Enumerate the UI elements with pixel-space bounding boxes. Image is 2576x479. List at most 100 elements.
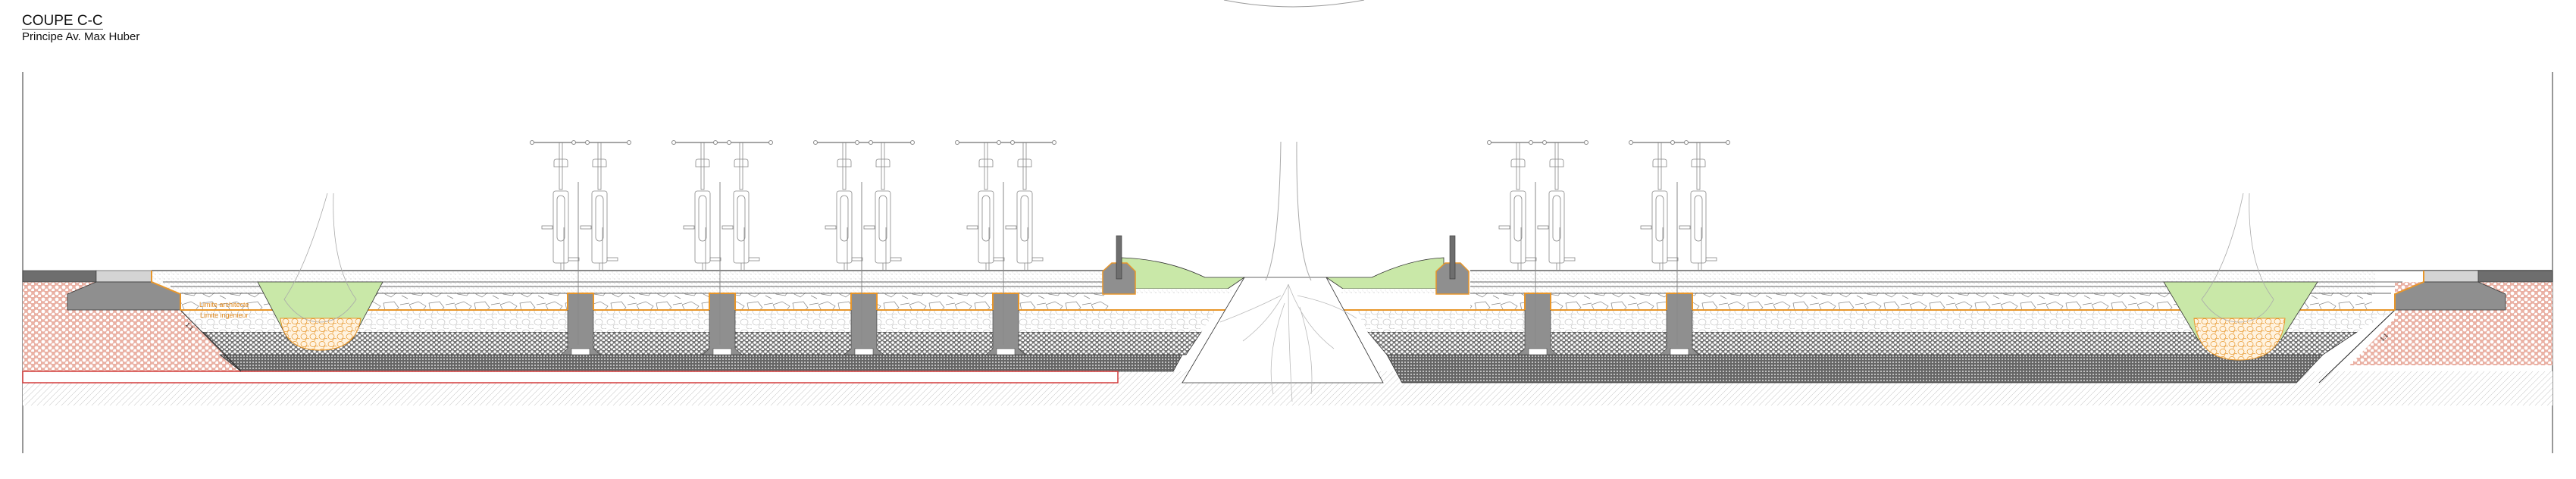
bike-wheel: [552, 190, 569, 264]
bike-tire: [878, 195, 887, 242]
bike-pedal-right: [1563, 257, 1576, 261]
bike-stem: [1657, 142, 1662, 190]
bicycle: [721, 142, 760, 271]
bike-stem: [1554, 142, 1559, 190]
bike-lamp: [695, 158, 710, 167]
handlebar-grip: [1529, 140, 1533, 145]
bike-stem: [881, 142, 885, 190]
bike-tire: [1020, 195, 1029, 242]
bike-rack: [813, 140, 915, 355]
bike-lamp: [837, 158, 852, 167]
cobble-layer-left: [180, 310, 1216, 332]
drawing-subtitle: Principe Av. Max Huber: [22, 30, 140, 43]
foundation-limit: [1666, 293, 1693, 310]
bicycle: [825, 142, 863, 271]
bike-tire: [737, 195, 746, 242]
bike-stem: [700, 142, 705, 190]
bike-rack: [530, 140, 631, 355]
bicycle: [1498, 142, 1537, 271]
handlebar-grip: [1052, 140, 1056, 145]
bicycle: [1679, 142, 1717, 271]
bike-pedal-left: [721, 225, 734, 230]
handlebar-grip: [1670, 140, 1675, 145]
limit-line-curb-left: [151, 271, 181, 310]
foundation-limit: [567, 293, 594, 310]
handlebar-grip: [627, 140, 631, 145]
bike-pedal-right: [851, 257, 863, 261]
handlebar-grip: [530, 140, 534, 145]
bike-wheel: [836, 190, 853, 264]
limit-line-curb-right: [2394, 271, 2424, 310]
bike-lamp: [553, 158, 568, 167]
bike-wheel: [733, 190, 750, 264]
foundation-base: [712, 348, 732, 355]
handlebar-grip: [671, 140, 676, 145]
handlebar-grip: [1629, 140, 1633, 145]
bollard-right: [1449, 235, 1456, 280]
bike-pedal-right: [709, 257, 721, 261]
bike-pedal-right: [748, 257, 760, 261]
bike-stem: [597, 142, 602, 190]
curb-light-right: [2423, 270, 2479, 283]
bike-wheel: [694, 190, 711, 264]
handlebar-grip: [1010, 140, 1015, 145]
bicycle: [580, 142, 618, 271]
bike-pedal-left: [825, 225, 837, 230]
foundation-base: [1528, 348, 1548, 355]
bike-wheel: [1016, 190, 1033, 264]
bike-pedal-right: [1667, 257, 1679, 261]
bike-stem: [842, 142, 847, 190]
planting-mound-left: [1103, 257, 1246, 293]
bollard-left: [1116, 235, 1122, 280]
handlebar-grip: [1542, 140, 1547, 145]
handlebar-grip: [1487, 140, 1491, 145]
bike-tire: [1694, 195, 1703, 242]
bike-stem: [1516, 142, 1520, 190]
handlebar-grip: [955, 140, 959, 145]
bike-pedal-right: [1525, 257, 1537, 261]
central-tree-pit: [1182, 141, 1384, 402]
bike-pedal-right: [993, 257, 1005, 261]
handlebar-grip: [768, 140, 773, 145]
bike-lamp: [734, 158, 749, 167]
bike-rack: [1629, 140, 1730, 355]
bike-stem: [559, 142, 563, 190]
bike-pedal-left: [683, 225, 695, 230]
handlebar-grip: [869, 140, 873, 145]
bike-pedal-left: [1498, 225, 1510, 230]
foundation-limit: [992, 293, 1019, 310]
handlebar-grip: [910, 140, 915, 145]
bike-lamp: [592, 158, 607, 167]
bollard-footing-left: [1102, 235, 1136, 295]
bike-lamp: [875, 158, 890, 167]
drawing-title: COUPE C-C: [22, 13, 103, 30]
bike-pedal-right: [1031, 257, 1044, 261]
bike-wheel: [1548, 190, 1565, 264]
handlebar-grip: [585, 140, 590, 145]
foundation-limit: [1524, 293, 1551, 310]
bike-lamp: [978, 158, 994, 167]
red-limit-box: [22, 371, 1119, 384]
bike-tire: [595, 195, 604, 242]
bike-pedal-left: [1679, 225, 1691, 230]
bike-pedal-right: [1705, 257, 1717, 261]
bike-lamp: [1017, 158, 1032, 167]
bike-pedal-right: [606, 257, 618, 261]
foundation-limit: [709, 293, 736, 310]
tree-pit-right: [2163, 193, 2318, 361]
curb-dark-left: [22, 270, 97, 283]
curb-dark-right: [2477, 270, 2553, 283]
dense-layer-left: [218, 354, 1183, 372]
label-limit-engineer: Limite ingénieur: [200, 312, 249, 319]
slope-line-left: [180, 309, 242, 372]
bike-pedal-left: [541, 225, 553, 230]
bike-wheel: [978, 190, 994, 264]
bike-pedal-left: [1005, 225, 1017, 230]
handlebar-grip: [997, 140, 1001, 145]
handlebar-grip: [571, 140, 576, 145]
bike-rack: [1487, 140, 1588, 355]
label-limit-architect: Limite architecte: [199, 301, 249, 308]
cobble-layer-right: [1357, 310, 2395, 332]
bicycle: [1005, 142, 1044, 271]
